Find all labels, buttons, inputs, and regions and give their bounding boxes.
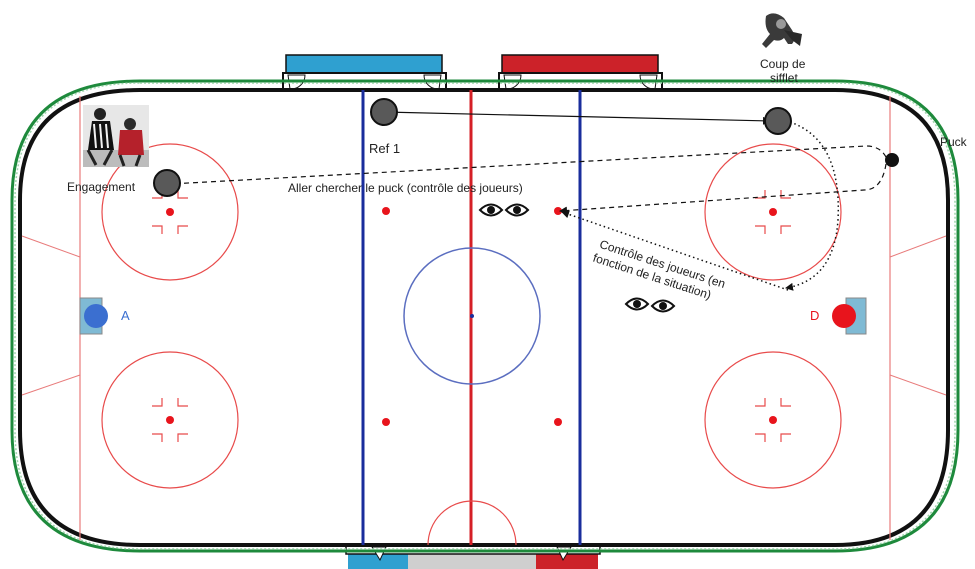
puck-marker [885,153,899,167]
svg-text:Coup de: Coup de [760,57,806,71]
neutral-dot [554,418,562,426]
fetch-puck-label: Aller chercher le puck (contrôle des jou… [288,181,523,195]
ref-label: Ref 1 [369,141,400,156]
puck-label: Puck [940,135,968,149]
neutral-dot [382,207,390,215]
team-a-marker [84,304,108,328]
whistle-icon [762,13,802,48]
top-benches [283,55,662,89]
ref-position-2 [765,108,791,134]
neutral-dot [554,207,562,215]
rink-boards [20,90,948,545]
svg-text:sifflet: sifflet [770,71,798,85]
ref-position-1 [371,99,397,125]
team-a-label: A [121,308,130,323]
team-d-label: D [810,308,819,323]
faceoff-label: Engagement [67,180,136,194]
faceoff-photo [83,105,149,167]
team-d-marker [832,304,856,328]
ref-position-faceoff [154,170,180,196]
neutral-dot [382,418,390,426]
